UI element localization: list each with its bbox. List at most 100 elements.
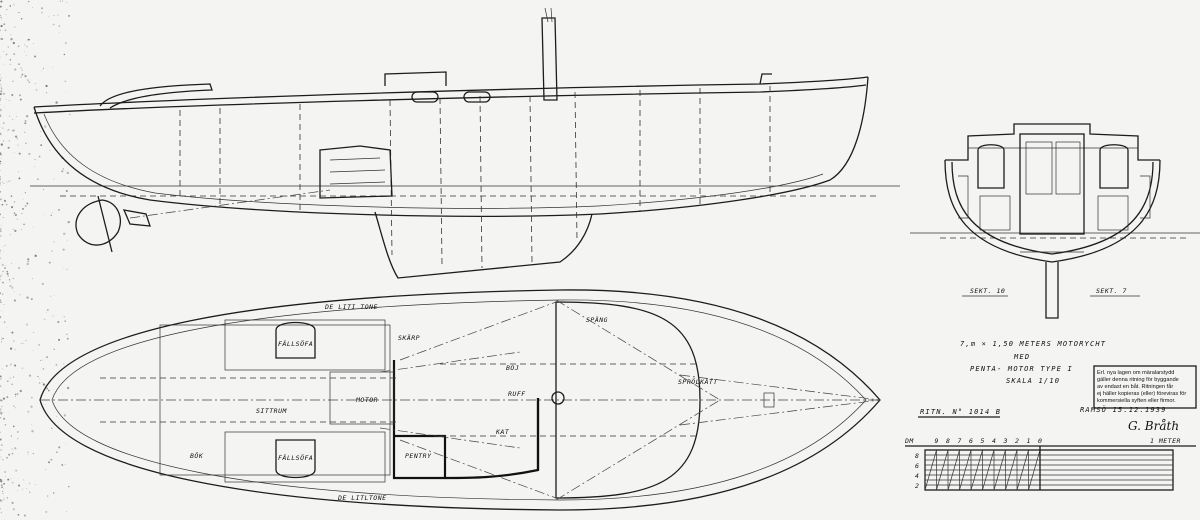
scan-speck <box>2 281 4 284</box>
scan-speck <box>9 233 12 236</box>
scan-speck <box>49 150 51 151</box>
scan-speck <box>55 363 58 366</box>
scan-speck <box>66 2 68 4</box>
scan-speck <box>5 244 7 246</box>
scan-speck <box>8 279 11 281</box>
scan-speck <box>32 278 33 280</box>
scan-speck <box>0 408 2 411</box>
scan-speck <box>0 0 3 3</box>
scan-speck <box>1 341 3 343</box>
label-spang: SPÄNG <box>586 315 608 324</box>
scan-speck <box>52 66 54 68</box>
scan-speck <box>0 399 3 402</box>
scan-speck <box>68 14 71 17</box>
scan-speck <box>32 350 34 351</box>
scan-speck <box>2 417 6 420</box>
scan-speck <box>44 125 47 128</box>
scan-speck <box>10 435 13 437</box>
scan-speck <box>28 152 31 155</box>
scan-speck <box>13 215 15 216</box>
scan-speck <box>62 168 64 170</box>
scan-speck <box>51 212 53 214</box>
scan-speck <box>38 377 40 380</box>
scan-speck <box>11 93 14 97</box>
drawing-date: RAMSÖ 15.12.1939 <box>1080 405 1167 414</box>
scan-speck <box>6 270 8 273</box>
scan-speck <box>45 84 48 88</box>
title-line-1: 7,m × 1,50 METERS MOTORYCHT <box>960 340 1106 348</box>
scan-speck <box>24 192 26 194</box>
scan-speck <box>43 318 46 321</box>
scan-speck <box>50 458 53 461</box>
scan-speck <box>0 98 2 100</box>
scan-speck <box>9 363 12 366</box>
scan-speck <box>10 34 12 36</box>
scan-speck <box>26 296 29 299</box>
scan-speck <box>32 452 34 455</box>
scan-speck <box>63 363 65 365</box>
scan-speck <box>25 142 27 145</box>
scan-speck <box>27 451 29 453</box>
scan-speck <box>1 406 3 408</box>
scan-speck <box>69 113 71 116</box>
scan-speck <box>0 90 3 93</box>
scan-speck <box>22 207 24 210</box>
scan-speck <box>0 93 2 96</box>
scan-speck <box>33 42 34 44</box>
scan-speck <box>14 291 16 293</box>
scan-speck <box>1 203 4 206</box>
scan-speck <box>0 198 2 201</box>
label-kat: KAT <box>495 428 510 436</box>
scan-speck <box>0 5 2 8</box>
scan-speck <box>12 80 14 83</box>
scan-speck <box>34 82 36 84</box>
profile-view <box>30 7 900 279</box>
scan-speck <box>14 135 18 138</box>
scan-speck <box>20 17 23 20</box>
scan-speck <box>0 160 2 163</box>
scan-speck <box>25 323 29 326</box>
scan-speck <box>4 424 7 426</box>
scan-speck <box>10 478 12 480</box>
scan-speck <box>8 115 11 117</box>
scan-speck <box>0 499 2 502</box>
scan-speck <box>3 369 5 371</box>
scan-speck <box>3 321 6 323</box>
scan-speck <box>0 16 2 19</box>
scan-speck <box>25 55 27 57</box>
scan-speck <box>46 387 49 390</box>
scan-speck <box>62 392 63 394</box>
scan-speck <box>12 340 15 342</box>
scan-speck <box>64 42 67 45</box>
scan-speck <box>38 382 41 384</box>
scan-speck <box>24 119 27 122</box>
label-ruff: RUFF <box>508 390 526 398</box>
scan-speck <box>3 182 5 184</box>
scale-number: 6 <box>969 437 973 445</box>
scan-speck <box>0 152 2 155</box>
scan-speck <box>27 0 30 3</box>
scan-speck <box>12 508 15 511</box>
scan-speck <box>0 132 1 135</box>
scan-speck <box>20 67 22 69</box>
section-view: SEKT. 10 SEKT. 7 <box>910 123 1200 319</box>
scan-speck <box>5 99 7 100</box>
scan-speck <box>55 451 58 453</box>
scan-speck <box>63 232 66 236</box>
scan-speck <box>47 461 51 464</box>
scan-speck <box>4 106 6 108</box>
scan-speck <box>19 98 22 101</box>
scan-speck <box>9 281 11 283</box>
scan-speck <box>20 76 22 78</box>
scan-speck <box>5 365 8 367</box>
scan-speck <box>54 295 56 296</box>
scan-speck <box>0 457 1 459</box>
scan-speck <box>57 320 60 324</box>
scan-speck <box>0 431 1 433</box>
scan-speck <box>0 480 3 483</box>
scan-speck <box>18 11 20 14</box>
scan-speck <box>12 119 14 121</box>
scan-speck <box>0 109 2 112</box>
label-skarp: SKÄRP <box>398 333 420 342</box>
scan-speck <box>1 486 3 489</box>
